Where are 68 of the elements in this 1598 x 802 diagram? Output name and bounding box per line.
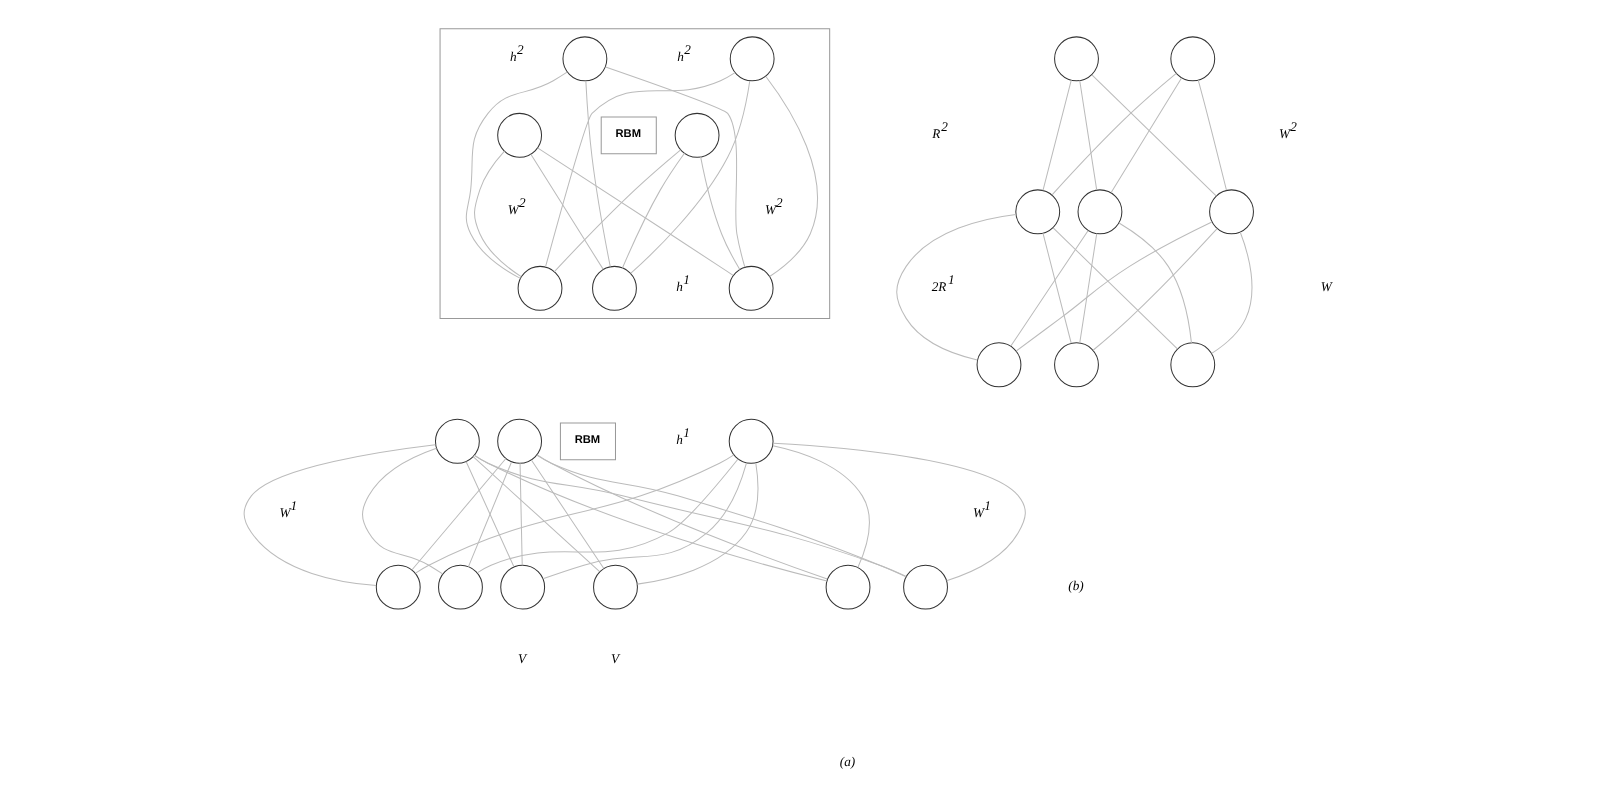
connector (636, 462, 759, 585)
node-circle (517, 265, 563, 311)
connector (1052, 227, 1178, 350)
node-circle (976, 342, 1022, 388)
connector (536, 454, 907, 578)
connector (472, 456, 600, 572)
connector (1042, 79, 1072, 191)
connector (243, 444, 436, 586)
connector (1110, 77, 1183, 193)
connector (415, 454, 735, 574)
connector (1079, 233, 1098, 344)
connector (1091, 74, 1217, 197)
node-circle (825, 564, 871, 610)
node-circle (674, 112, 720, 158)
cluster (439, 28, 831, 319)
node-circle (1170, 342, 1216, 388)
connector (530, 153, 604, 270)
connector (476, 458, 739, 574)
node-circle (593, 564, 638, 610)
connector (630, 80, 751, 274)
node-circle (728, 265, 774, 311)
connector (519, 462, 523, 566)
connector (765, 76, 818, 278)
node-circle (903, 564, 948, 610)
node-circle (497, 112, 543, 158)
node-circle (562, 36, 608, 82)
connector (1092, 228, 1218, 351)
node-circle (592, 265, 637, 311)
connector (772, 442, 1026, 582)
node-circle (1077, 189, 1123, 235)
connector (896, 214, 1017, 361)
connector (553, 149, 682, 273)
connector (1015, 221, 1213, 352)
connector (1042, 232, 1072, 344)
connector (700, 156, 741, 270)
node-circle (497, 418, 543, 464)
connector (474, 150, 522, 278)
connector (465, 71, 568, 279)
connector (537, 147, 734, 276)
node-circle (728, 418, 774, 464)
connector (411, 458, 507, 571)
node-circle (434, 418, 480, 464)
connector (1211, 231, 1253, 354)
connector (605, 66, 746, 268)
connector (530, 459, 605, 569)
connector (1010, 229, 1089, 347)
connector (1197, 79, 1227, 191)
connector (362, 447, 444, 575)
connector (473, 454, 907, 577)
connector (585, 80, 611, 268)
connector (545, 72, 736, 268)
node-circle (1054, 342, 1099, 388)
connector (772, 445, 870, 568)
node-circle (500, 564, 546, 610)
connector (622, 152, 685, 269)
node-circle (1054, 36, 1099, 82)
node-circle (1015, 189, 1061, 235)
node-circle (1170, 36, 1216, 82)
node-circle (438, 564, 483, 610)
connector (1079, 80, 1098, 191)
node-circle (1209, 189, 1254, 235)
node-circle (375, 564, 421, 610)
connector (1118, 222, 1192, 344)
node-circle (729, 36, 775, 82)
connector (1051, 72, 1177, 196)
connector (474, 454, 828, 582)
connector (542, 462, 747, 580)
connector (536, 454, 828, 580)
